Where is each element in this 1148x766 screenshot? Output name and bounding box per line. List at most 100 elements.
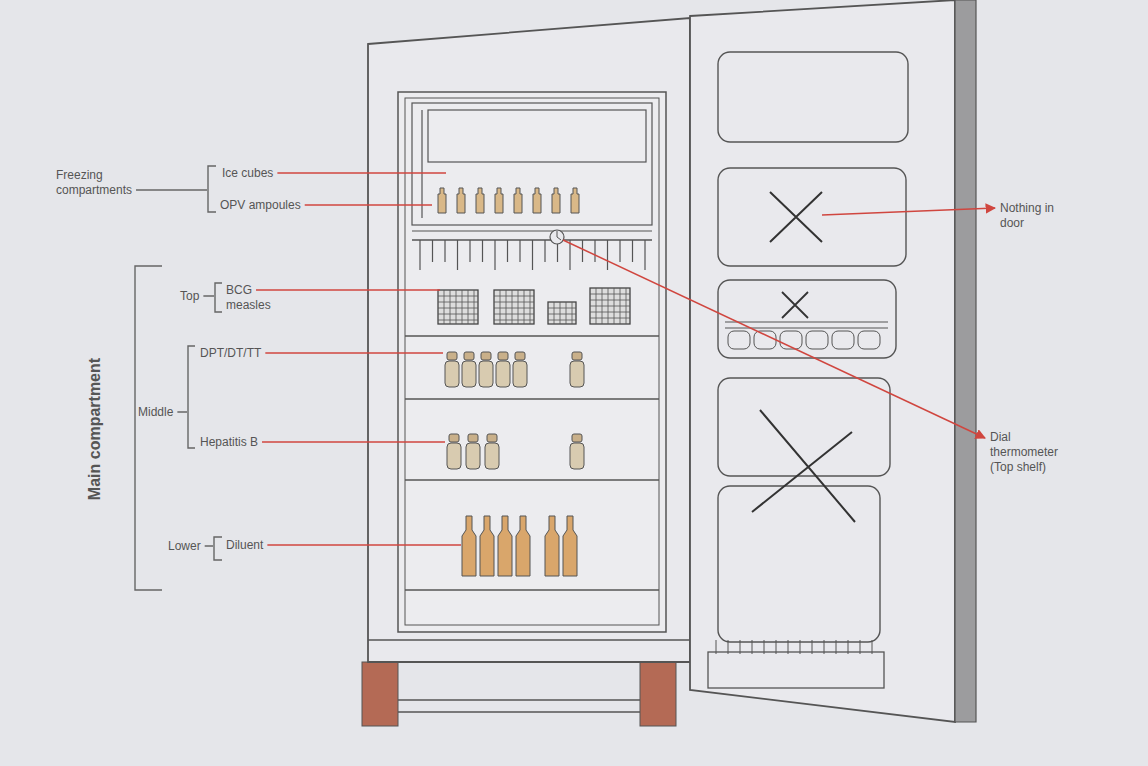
door-shelf-cell <box>754 331 776 349</box>
freezer-divider <box>421 110 422 218</box>
vial-body <box>462 361 476 387</box>
part-label: Ice cubes <box>222 166 312 181</box>
door-bar-tick <box>812 640 813 654</box>
rack-bar <box>482 240 483 262</box>
door-panel <box>718 486 880 642</box>
fridge-leg <box>362 662 398 726</box>
door-shelf-cells <box>728 331 880 349</box>
rack-bar <box>569 240 570 270</box>
opv-ampoule <box>533 188 541 213</box>
door-panel <box>718 168 906 266</box>
rack-bar <box>457 240 458 270</box>
group-label: Freezing compartments <box>56 168 156 198</box>
door-bar-tick <box>728 640 729 654</box>
door-panel <box>718 280 896 358</box>
vial-body <box>496 361 510 387</box>
vaccine-box-grid <box>494 290 534 324</box>
leader-line <box>277 172 446 174</box>
rack-bar <box>494 240 495 270</box>
note-label: Dial thermometer (Top shelf) <box>990 430 1074 475</box>
rack-bar <box>419 240 420 270</box>
leader-line <box>262 441 445 443</box>
inner-liner <box>405 98 659 625</box>
diluent-ampoule <box>516 516 530 576</box>
door-shelf-cell <box>728 331 750 349</box>
rack-bars <box>420 240 645 270</box>
door-bar-tick <box>716 640 717 654</box>
diluent-ampoule <box>498 516 512 576</box>
diluent-ampoule <box>462 516 476 576</box>
opv-ampoule <box>571 188 579 213</box>
vial-body <box>570 361 584 387</box>
cross-mark <box>770 192 822 242</box>
vial-body <box>513 361 527 387</box>
rack-bar <box>644 240 645 270</box>
dial-thermometer <box>550 230 564 244</box>
part-label: DPT/DT/TT <box>200 346 290 361</box>
door-bar-tick <box>788 640 789 654</box>
vial-cap <box>468 434 478 442</box>
vial-cap <box>464 352 474 360</box>
ice-tray <box>428 110 646 162</box>
door-bar-tick <box>860 640 861 654</box>
bracket <box>188 346 195 448</box>
door-panel <box>718 52 908 142</box>
diluent-ampoule <box>545 516 559 576</box>
door-edge <box>955 0 976 722</box>
leader-line <box>265 352 443 354</box>
vial-body <box>479 361 493 387</box>
fridge-leg <box>640 662 676 726</box>
vaccine-box-grid <box>590 288 630 324</box>
vial-body <box>570 443 584 469</box>
door-shelf-cell <box>806 331 828 349</box>
opv-ampoule <box>457 188 465 213</box>
door-bar-tick <box>836 640 837 654</box>
leader-line <box>177 411 187 413</box>
rack-bar <box>619 240 620 262</box>
rack-bar <box>532 240 533 270</box>
leader-line <box>822 208 995 215</box>
door-bar-tick <box>776 640 777 654</box>
vial-cap <box>487 434 497 442</box>
door-shelf-cell <box>858 331 880 349</box>
door-shelf-cell <box>832 331 854 349</box>
leader-line <box>205 545 213 547</box>
rack-bar <box>432 240 433 262</box>
section-label: Main compartment <box>86 354 104 504</box>
bracket <box>135 266 162 590</box>
vial-cap <box>572 434 582 442</box>
rack-bar <box>507 240 508 262</box>
door-bar-tick <box>824 640 825 654</box>
vial-cap <box>447 352 457 360</box>
opv-ampoule <box>495 188 503 213</box>
part-label: BCG measles <box>226 283 272 313</box>
part-label: OPV ampoules <box>220 198 330 213</box>
group-label: Lower <box>168 539 212 554</box>
note-label: Nothing in door <box>1000 201 1062 231</box>
vaccine-box <box>438 290 478 324</box>
door-bar-tick <box>800 640 801 654</box>
part-label: Diluent <box>226 538 296 553</box>
opv-ampoule <box>514 188 522 213</box>
leader-line <box>136 189 207 191</box>
rack-bar <box>519 240 520 262</box>
fridge-base-line <box>368 639 690 641</box>
door-bar-tick <box>752 640 753 654</box>
diluent-ampoule <box>563 516 577 576</box>
rack-bar <box>544 240 545 262</box>
leader-line <box>203 295 214 297</box>
base-bar <box>398 700 640 712</box>
vial-cap <box>572 352 582 360</box>
bcg-measles-boxes <box>438 288 630 324</box>
group-label: Top <box>180 289 220 304</box>
cross-mark <box>752 410 855 522</box>
part-label: Hepatitis B <box>200 435 290 450</box>
vial-body <box>466 443 480 469</box>
vial-cap <box>481 352 491 360</box>
leader-line <box>267 544 461 546</box>
door-bar-tick <box>764 640 765 654</box>
opv-ampoule <box>476 188 484 213</box>
diluent-ampoule <box>480 516 494 576</box>
rack-bar <box>582 240 583 262</box>
